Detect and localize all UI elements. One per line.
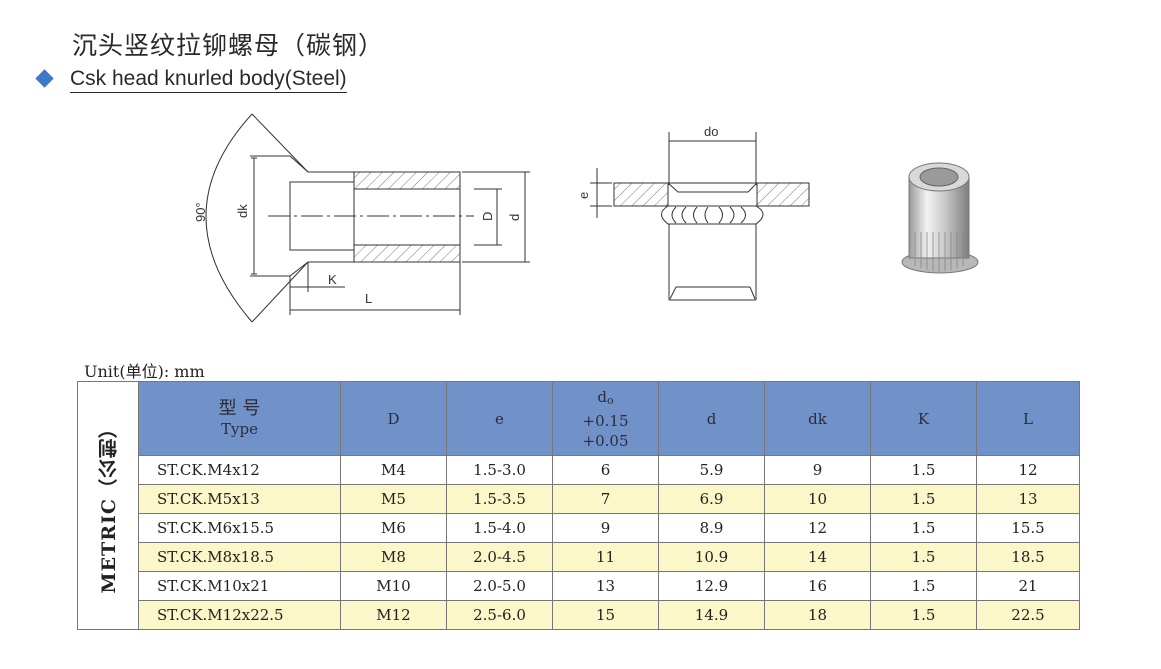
cell-e: 2.0-5.0 — [446, 571, 553, 601]
cell-d: 6.9 — [658, 484, 765, 514]
header-do-main: d — [597, 387, 607, 406]
cell-d: 5.9 — [658, 455, 765, 485]
cell-K: 1.5 — [870, 600, 977, 630]
table-row: ST.CK.M5x13 M5 1.5-3.5 7 6.9 10 1.5 13 — [78, 484, 1080, 514]
cell-d: 8.9 — [658, 513, 765, 543]
cell-L: 15.5 — [976, 513, 1080, 543]
cell-dk: 10 — [764, 484, 871, 514]
table-row: ST.CK.M12x22.5 M12 2.5-6.0 15 14.9 18 1.… — [78, 600, 1080, 630]
cell-d: 14.9 — [658, 600, 765, 630]
header-type-cn: 型 号 — [218, 397, 261, 419]
angle-label: 90° — [193, 202, 208, 222]
cell-type: ST.CK.M10x21 — [138, 571, 341, 601]
cell-type: ST.CK.M5x13 — [138, 484, 341, 514]
table-row: ST.CK.M8x18.5 M8 2.0-4.5 11 10.9 14 1.5 … — [78, 542, 1080, 572]
cell-D: M8 — [340, 542, 447, 572]
cell-D: M6 — [340, 513, 447, 543]
spec-table: METRIC（公制） 型 号 Type D e do +0.15 +0.05 d… — [77, 381, 1080, 630]
cell-do: 6 — [552, 455, 659, 485]
cell-K: 1.5 — [870, 571, 977, 601]
cell-e: 2.5-6.0 — [446, 600, 553, 630]
table-row: ST.CK.M4x12 M4 1.5-3.0 6 5.9 9 1.5 12 — [78, 455, 1080, 485]
cell-do: 13 — [552, 571, 659, 601]
dk-label: dk — [235, 204, 250, 218]
cell-D: M4 — [340, 455, 447, 485]
cell-dk: 9 — [764, 455, 871, 485]
cell-dk: 18 — [764, 600, 871, 630]
cell-dk: 14 — [764, 542, 871, 572]
L-label: L — [365, 291, 372, 306]
do-label: do — [704, 124, 718, 139]
cell-dk: 16 — [764, 571, 871, 601]
header-e: e — [446, 381, 553, 456]
cell-e: 1.5-4.0 — [446, 513, 553, 543]
d-label: d — [507, 214, 522, 221]
cell-do: 15 — [552, 600, 659, 630]
rivet-nut-image — [901, 162, 979, 274]
cell-e: 1.5-3.0 — [446, 455, 553, 485]
header-dk: dk — [764, 381, 871, 456]
cell-L: 12 — [976, 455, 1080, 485]
table-header-row: METRIC（公制） 型 号 Type D e do +0.15 +0.05 d… — [77, 381, 1080, 630]
cell-e: 1.5-3.5 — [446, 484, 553, 514]
header-do-label: do — [553, 387, 658, 411]
header-do-tol-lower: +0.05 — [582, 431, 629, 450]
K-label: K — [328, 272, 337, 287]
header-do-sub: o — [606, 393, 614, 407]
cell-do: 9 — [552, 513, 659, 543]
cell-dk: 12 — [764, 513, 871, 543]
side-section-view — [205, 113, 530, 323]
cell-K: 1.5 — [870, 542, 977, 572]
cell-type: ST.CK.M8x18.5 — [138, 542, 341, 572]
cell-L: 22.5 — [976, 600, 1080, 630]
cell-K: 1.5 — [870, 513, 977, 543]
metric-side-label: METRIC（公制） — [97, 417, 120, 594]
header-type-en: Type — [221, 419, 258, 438]
page-title-cn: 沉头竖纹拉铆螺母（碳钢） — [72, 31, 385, 60]
cell-type: ST.CK.M4x12 — [138, 455, 341, 485]
cell-d: 10.9 — [658, 542, 765, 572]
cell-L: 21 — [976, 571, 1080, 601]
technical-diagram: 90° dk D d K L do e — [193, 113, 979, 323]
cell-L: 13 — [976, 484, 1080, 514]
header-d: d — [658, 381, 765, 456]
cell-type: ST.CK.M6x15.5 — [138, 513, 341, 543]
header-type: 型 号 Type — [138, 381, 341, 456]
cell-d: 12.9 — [658, 571, 765, 601]
cell-do: 7 — [552, 484, 659, 514]
header-do-tol-upper: +0.15 — [582, 411, 629, 430]
cell-do: 11 — [552, 542, 659, 572]
table-row: ST.CK.M10x21 M10 2.0-5.0 13 12.9 16 1.5 … — [78, 571, 1080, 601]
cell-K: 1.5 — [870, 455, 977, 485]
e-label: e — [576, 192, 591, 199]
header-do: do +0.15 +0.05 — [552, 381, 659, 456]
unit-label: Unit(单位): mm — [84, 362, 205, 381]
page-title-en: Csk head knurled body(Steel) — [70, 66, 347, 93]
cell-type: ST.CK.M12x22.5 — [138, 600, 341, 630]
metric-side-label-cell: METRIC（公制） — [77, 381, 139, 630]
cell-D: M5 — [340, 484, 447, 514]
header-K: K — [870, 381, 977, 456]
header-L: L — [976, 381, 1080, 456]
D-label: D — [480, 212, 495, 221]
header-D: D — [340, 381, 447, 456]
cell-D: M10 — [340, 571, 447, 601]
cell-D: M12 — [340, 600, 447, 630]
installed-view — [590, 132, 810, 301]
cell-K: 1.5 — [870, 484, 977, 514]
table-row: ST.CK.M6x15.5 M6 1.5-4.0 9 8.9 12 1.5 15… — [78, 513, 1080, 543]
cell-e: 2.0-4.5 — [446, 542, 553, 572]
cell-L: 18.5 — [976, 542, 1080, 572]
